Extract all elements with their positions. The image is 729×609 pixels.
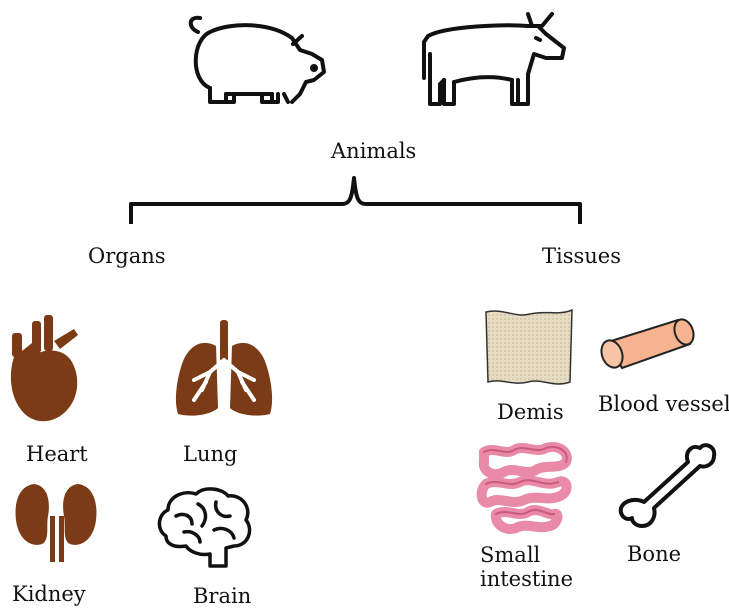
organs-label: Organs	[88, 245, 166, 268]
blood-vessel-label: Blood vessel	[598, 393, 729, 416]
diagram-title: Animals	[331, 140, 416, 163]
branch-brace	[126, 176, 586, 228]
lung-icon	[172, 320, 276, 420]
pig-icon	[180, 10, 330, 110]
bone-label: Bone	[627, 543, 681, 566]
tissues-label: Tissues	[542, 245, 621, 268]
kidney-icon	[14, 482, 98, 562]
dermis-label: Demis	[497, 401, 564, 424]
blood-vessel-icon	[594, 314, 698, 370]
dermis-icon	[484, 306, 574, 388]
heart-icon	[8, 315, 80, 423]
lung-label: Lung	[183, 443, 237, 466]
small-intestine-icon	[474, 444, 576, 536]
cow-icon	[416, 8, 571, 112]
kidney-label: Kidney	[12, 583, 86, 606]
heart-label: Heart	[26, 443, 88, 466]
brain-icon	[156, 486, 254, 570]
brain-label: Brain	[193, 585, 251, 608]
bone-icon	[618, 442, 718, 532]
small-intestine-label: Small intestine	[480, 543, 580, 591]
